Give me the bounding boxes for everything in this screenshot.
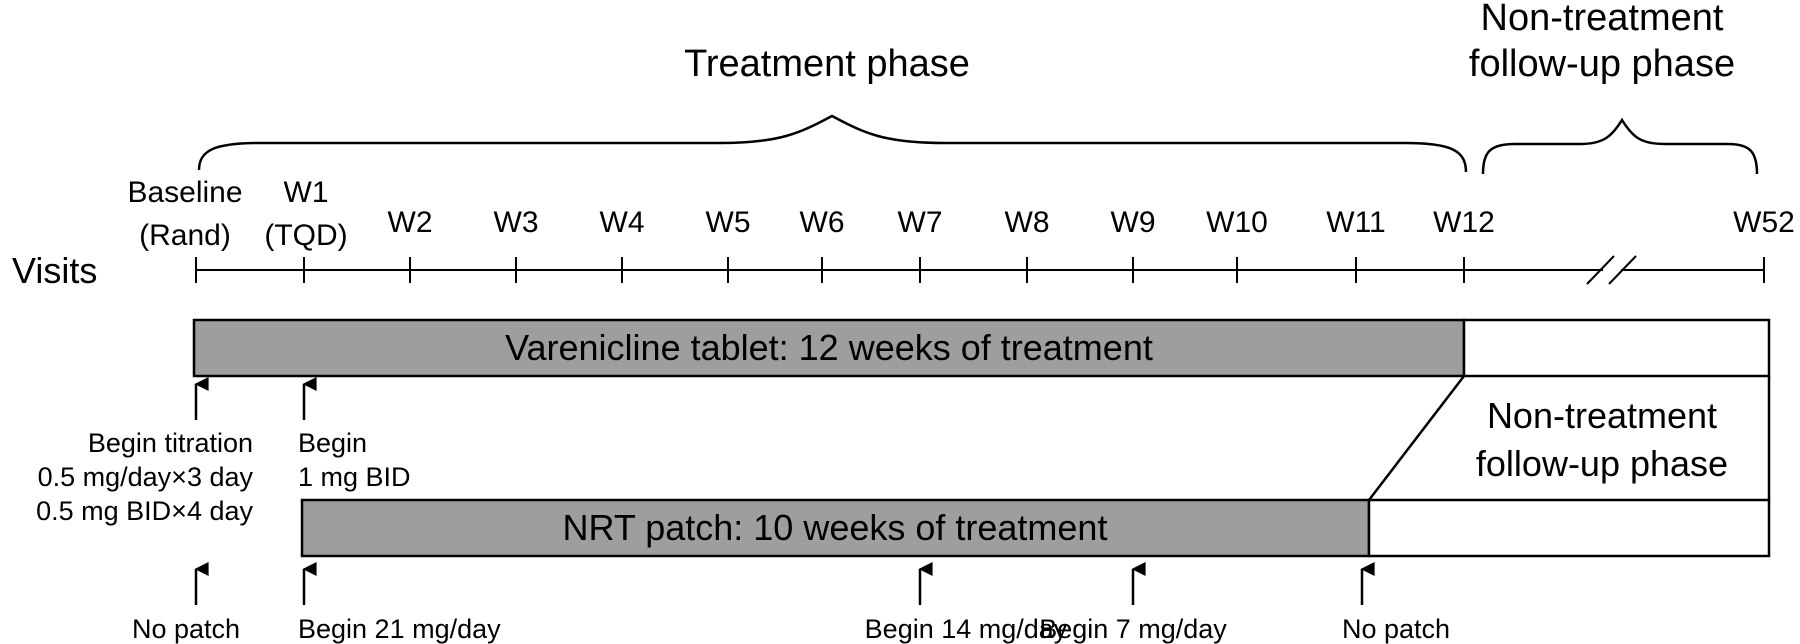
week-label-w4: W4 <box>600 206 645 239</box>
week-label-w3: W3 <box>494 206 539 239</box>
treatment-phase-brace <box>197 114 1468 173</box>
varenicline-followup-box <box>1462 318 1771 378</box>
visits-label: Visits <box>12 250 97 291</box>
week-label-w10: W10 <box>1206 206 1268 239</box>
begin-1mg-label-line2: 1 mg BID <box>298 462 411 492</box>
varenicline-bar <box>192 318 1466 378</box>
axis-break-gap <box>1603 262 1621 278</box>
baseline-label: Baseline <box>127 176 242 209</box>
timeline-ticks <box>195 257 1765 283</box>
nrt-dose-label: Begin 7 mg/day <box>1039 614 1227 644</box>
titration-label-line3: 0.5 mg BID×4 day <box>36 496 253 526</box>
week-label-w2: W2 <box>388 206 433 239</box>
nrt-bar-label: NRT patch: 10 weeks of treatment <box>563 507 1108 548</box>
begin-1mg-label-line1: Begin <box>298 428 367 458</box>
baseline-rand-label: (Rand) <box>139 219 231 252</box>
w52-label: W52 <box>1733 206 1795 239</box>
week-labels: W2 W3 W4 W5 W6 W7 W8 W9 W10 W11 W12 <box>388 206 1495 239</box>
nrt-followup-box <box>1367 498 1771 558</box>
followup-phase-title-line1: Non-treatment <box>1481 0 1724 39</box>
titration-label-line1: Begin titration <box>88 428 253 458</box>
week-label-w7: W7 <box>898 206 943 239</box>
week-label-w6: W6 <box>800 206 845 239</box>
axis-break-mark-2 <box>1608 255 1637 285</box>
axis-break-mark-1 <box>1586 255 1615 285</box>
followup-phase-title-line2: follow-up phase <box>1469 43 1735 85</box>
nrt-bar <box>300 498 1371 558</box>
nrt-dose-label: Begin 14 mg/day <box>865 614 1068 644</box>
week-label-w5: W5 <box>706 206 751 239</box>
week-label-w8: W8 <box>1005 206 1050 239</box>
nrt-dose-label: No patch <box>132 614 240 644</box>
nrt-arrows <box>194 562 1375 605</box>
followup-phase-brace <box>1481 117 1759 175</box>
week-label-w11: W11 <box>1326 206 1385 239</box>
titration-label-line2: 0.5 mg/day×3 day <box>38 462 254 492</box>
followup-box-label-line1: Non-treatment <box>1487 395 1717 436</box>
w1-label: W1 <box>284 176 329 209</box>
followup-connector-diagonal <box>1368 375 1465 501</box>
nrt-labels: No patch Begin 21 mg/day Begin 14 mg/dayBe… <box>132 614 1450 644</box>
varenicline-bar-label: Varenicline tablet: 12 weeks of treatmen… <box>505 327 1153 368</box>
nrt-dose-label: Begin 21 mg/day <box>298 614 501 644</box>
treatment-phase-title: Treatment phase <box>684 43 970 85</box>
w1-tqd-label: (TQD) <box>264 219 347 252</box>
week-label-w9: W9 <box>1111 206 1156 239</box>
nrt-dose-label: No patch <box>1342 614 1450 644</box>
week-label-w12: W12 <box>1433 206 1495 239</box>
followup-box-label-line2: follow-up phase <box>1476 443 1728 484</box>
